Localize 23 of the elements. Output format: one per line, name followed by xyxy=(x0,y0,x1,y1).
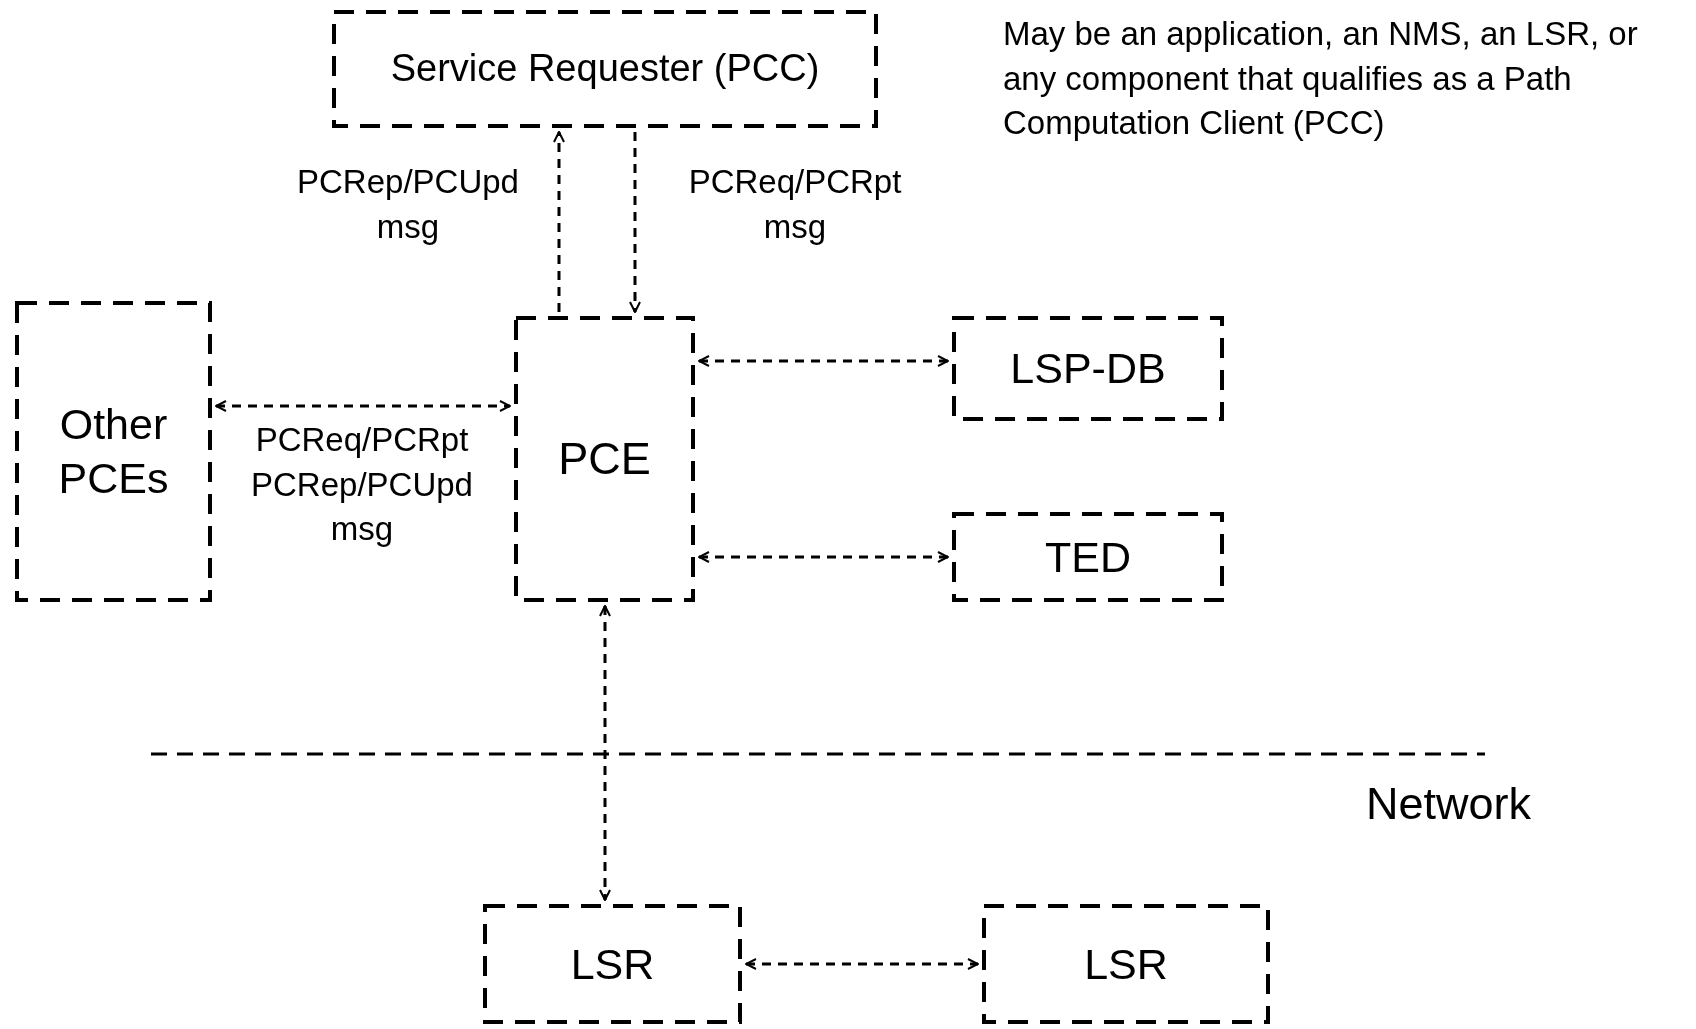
dashed-box xyxy=(952,316,1224,421)
arrow xyxy=(553,131,565,312)
dashed-box xyxy=(952,512,1224,602)
dashed-box xyxy=(483,904,742,1024)
dashed-box xyxy=(332,10,878,128)
node-label: LSP-DB xyxy=(1009,343,1167,395)
node-label: Other PCEs xyxy=(57,398,170,504)
arrow xyxy=(745,958,979,970)
arrow xyxy=(698,355,949,367)
arrow xyxy=(629,132,641,313)
arrow xyxy=(215,400,511,412)
dashed-box xyxy=(514,316,695,602)
node-label: LSR xyxy=(569,938,656,990)
note-text: May be an application, an NMS, an LSR, or any component that qualifies as a Path Computation Client (PCC) xyxy=(1003,14,1639,144)
arrow xyxy=(698,551,949,563)
node-label: Service Requester (PCC) xyxy=(389,47,821,91)
node-label: TED xyxy=(1044,531,1132,583)
node-label: LSR xyxy=(1083,938,1169,990)
dashed-box xyxy=(15,301,212,602)
node-label: PCE xyxy=(557,432,652,487)
region-label: Network xyxy=(1366,777,1532,831)
dashed-box xyxy=(982,904,1270,1024)
arrow xyxy=(599,605,611,901)
